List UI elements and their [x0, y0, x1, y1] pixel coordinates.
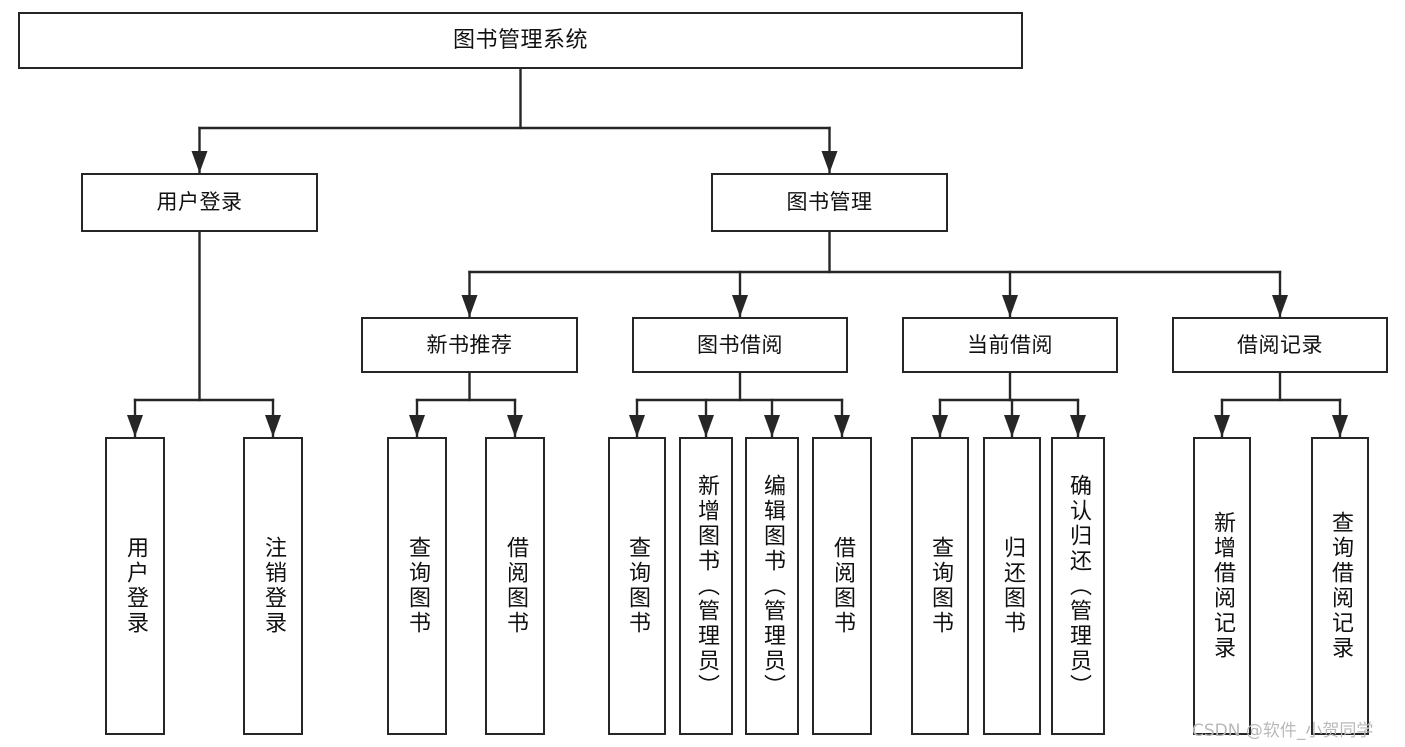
edge-arrowhead [821, 151, 838, 173]
node-leaf-logout-login[interactable]: 注销登录 [243, 437, 303, 735]
node-leaf-return-book-label: 归还图书 [1000, 536, 1025, 636]
node-leaf-query-book-3-label: 查询图书 [928, 536, 953, 636]
node-leaf-add-borrow-record[interactable]: 新增借阅记录 [1193, 437, 1251, 735]
node-leaf-user-login[interactable]: 用户登录 [105, 437, 165, 735]
node-borrow-record-label: 借阅记录 [1237, 332, 1323, 357]
node-current-borrow-label: 当前借阅 [967, 332, 1053, 357]
edge-arrowhead [698, 415, 714, 437]
node-leaf-query-book-1[interactable]: 查询图书 [387, 437, 447, 735]
edge-arrowhead [834, 415, 850, 437]
node-user-login[interactable]: 用户登录 [81, 173, 318, 232]
edge-arrowhead [629, 415, 645, 437]
edge-arrowhead [764, 415, 780, 437]
node-leaf-query-borrow-record[interactable]: 查询借阅记录 [1311, 437, 1369, 735]
edge-arrowhead [265, 415, 281, 437]
node-leaf-query-book-2-label: 查询图书 [625, 536, 650, 636]
node-leaf-query-book-3[interactable]: 查询图书 [911, 437, 969, 735]
edge-arrowhead [409, 415, 425, 437]
node-root-label: 图书管理系统 [452, 27, 588, 53]
edge-arrowhead [1214, 415, 1230, 437]
node-leaf-query-book-1-label: 查询图书 [405, 536, 430, 636]
node-root[interactable]: 图书管理系统 [18, 12, 1023, 69]
edge-arrowhead [932, 415, 948, 437]
edge-arrowhead [127, 415, 143, 437]
node-new-book-recommend-label: 新书推荐 [426, 332, 513, 357]
node-leaf-return-book[interactable]: 归还图书 [983, 437, 1041, 735]
node-leaf-borrow-book-2-label: 借阅图书 [830, 536, 855, 636]
node-book-management[interactable]: 图书管理 [711, 173, 948, 232]
node-new-book-recommend[interactable]: 新书推荐 [361, 317, 578, 373]
node-book-borrow[interactable]: 图书借阅 [632, 317, 848, 373]
node-leaf-borrow-book-1[interactable]: 借阅图书 [485, 437, 545, 735]
node-leaf-edit-book-admin-label: 编辑图书（管理员） [760, 473, 785, 699]
edge-arrowhead [1070, 415, 1086, 437]
node-leaf-confirm-return-admin[interactable]: 确认归还（管理员） [1051, 437, 1105, 735]
node-leaf-query-borrow-record-label: 查询借阅记录 [1328, 511, 1353, 661]
node-book-management-label: 图书管理 [786, 190, 873, 215]
node-leaf-add-borrow-record-label: 新增借阅记录 [1210, 511, 1235, 661]
node-leaf-confirm-return-admin-label: 确认归还（管理员） [1066, 473, 1091, 699]
edge-arrowhead [191, 151, 208, 173]
node-leaf-user-login-label: 用户登录 [123, 536, 148, 636]
edge-arrowhead [461, 295, 478, 317]
node-leaf-query-book-2[interactable]: 查询图书 [608, 437, 666, 735]
node-user-login-label: 用户登录 [156, 190, 243, 215]
node-leaf-borrow-book-2[interactable]: 借阅图书 [812, 437, 872, 735]
edge-arrowhead [507, 415, 523, 437]
node-current-borrow[interactable]: 当前借阅 [902, 317, 1118, 373]
edge-arrowhead [1332, 415, 1348, 437]
node-borrow-record[interactable]: 借阅记录 [1172, 317, 1388, 373]
edge-arrowhead [732, 295, 748, 317]
edge-arrowhead [1002, 295, 1018, 317]
node-leaf-logout-login-label: 注销登录 [261, 536, 286, 636]
watermark: CSDN @软件_小贺同学 [1192, 721, 1374, 741]
edge-arrowhead [1004, 415, 1020, 437]
node-leaf-edit-book-admin[interactable]: 编辑图书（管理员） [745, 437, 799, 735]
node-book-borrow-label: 图书借阅 [697, 332, 783, 357]
node-leaf-add-book-admin-label: 新增图书（管理员） [694, 473, 719, 699]
node-leaf-borrow-book-1-label: 借阅图书 [503, 536, 528, 636]
node-leaf-add-book-admin[interactable]: 新增图书（管理员） [679, 437, 733, 735]
edge-arrowhead [1272, 295, 1288, 317]
